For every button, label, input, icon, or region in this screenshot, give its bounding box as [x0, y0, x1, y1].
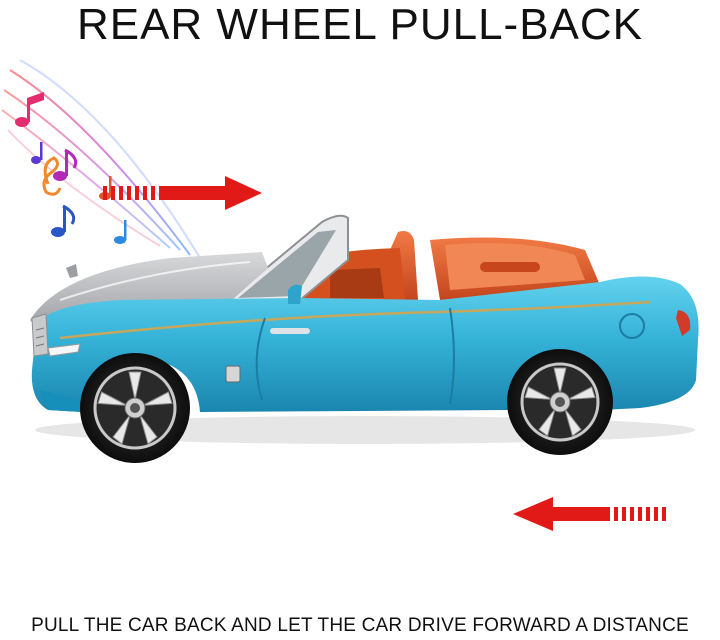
headline: REAR WHEEL PULL-BACK [76, 0, 644, 49]
arrow-left-icon [513, 497, 666, 531]
wheel-icon [80, 349, 613, 463]
caption: PULL THE CAR BACK AND LET THE CAR DRIVE … [31, 615, 689, 636]
arrow-right-icon [103, 176, 262, 210]
music-notes-icon [1, 59, 201, 259]
